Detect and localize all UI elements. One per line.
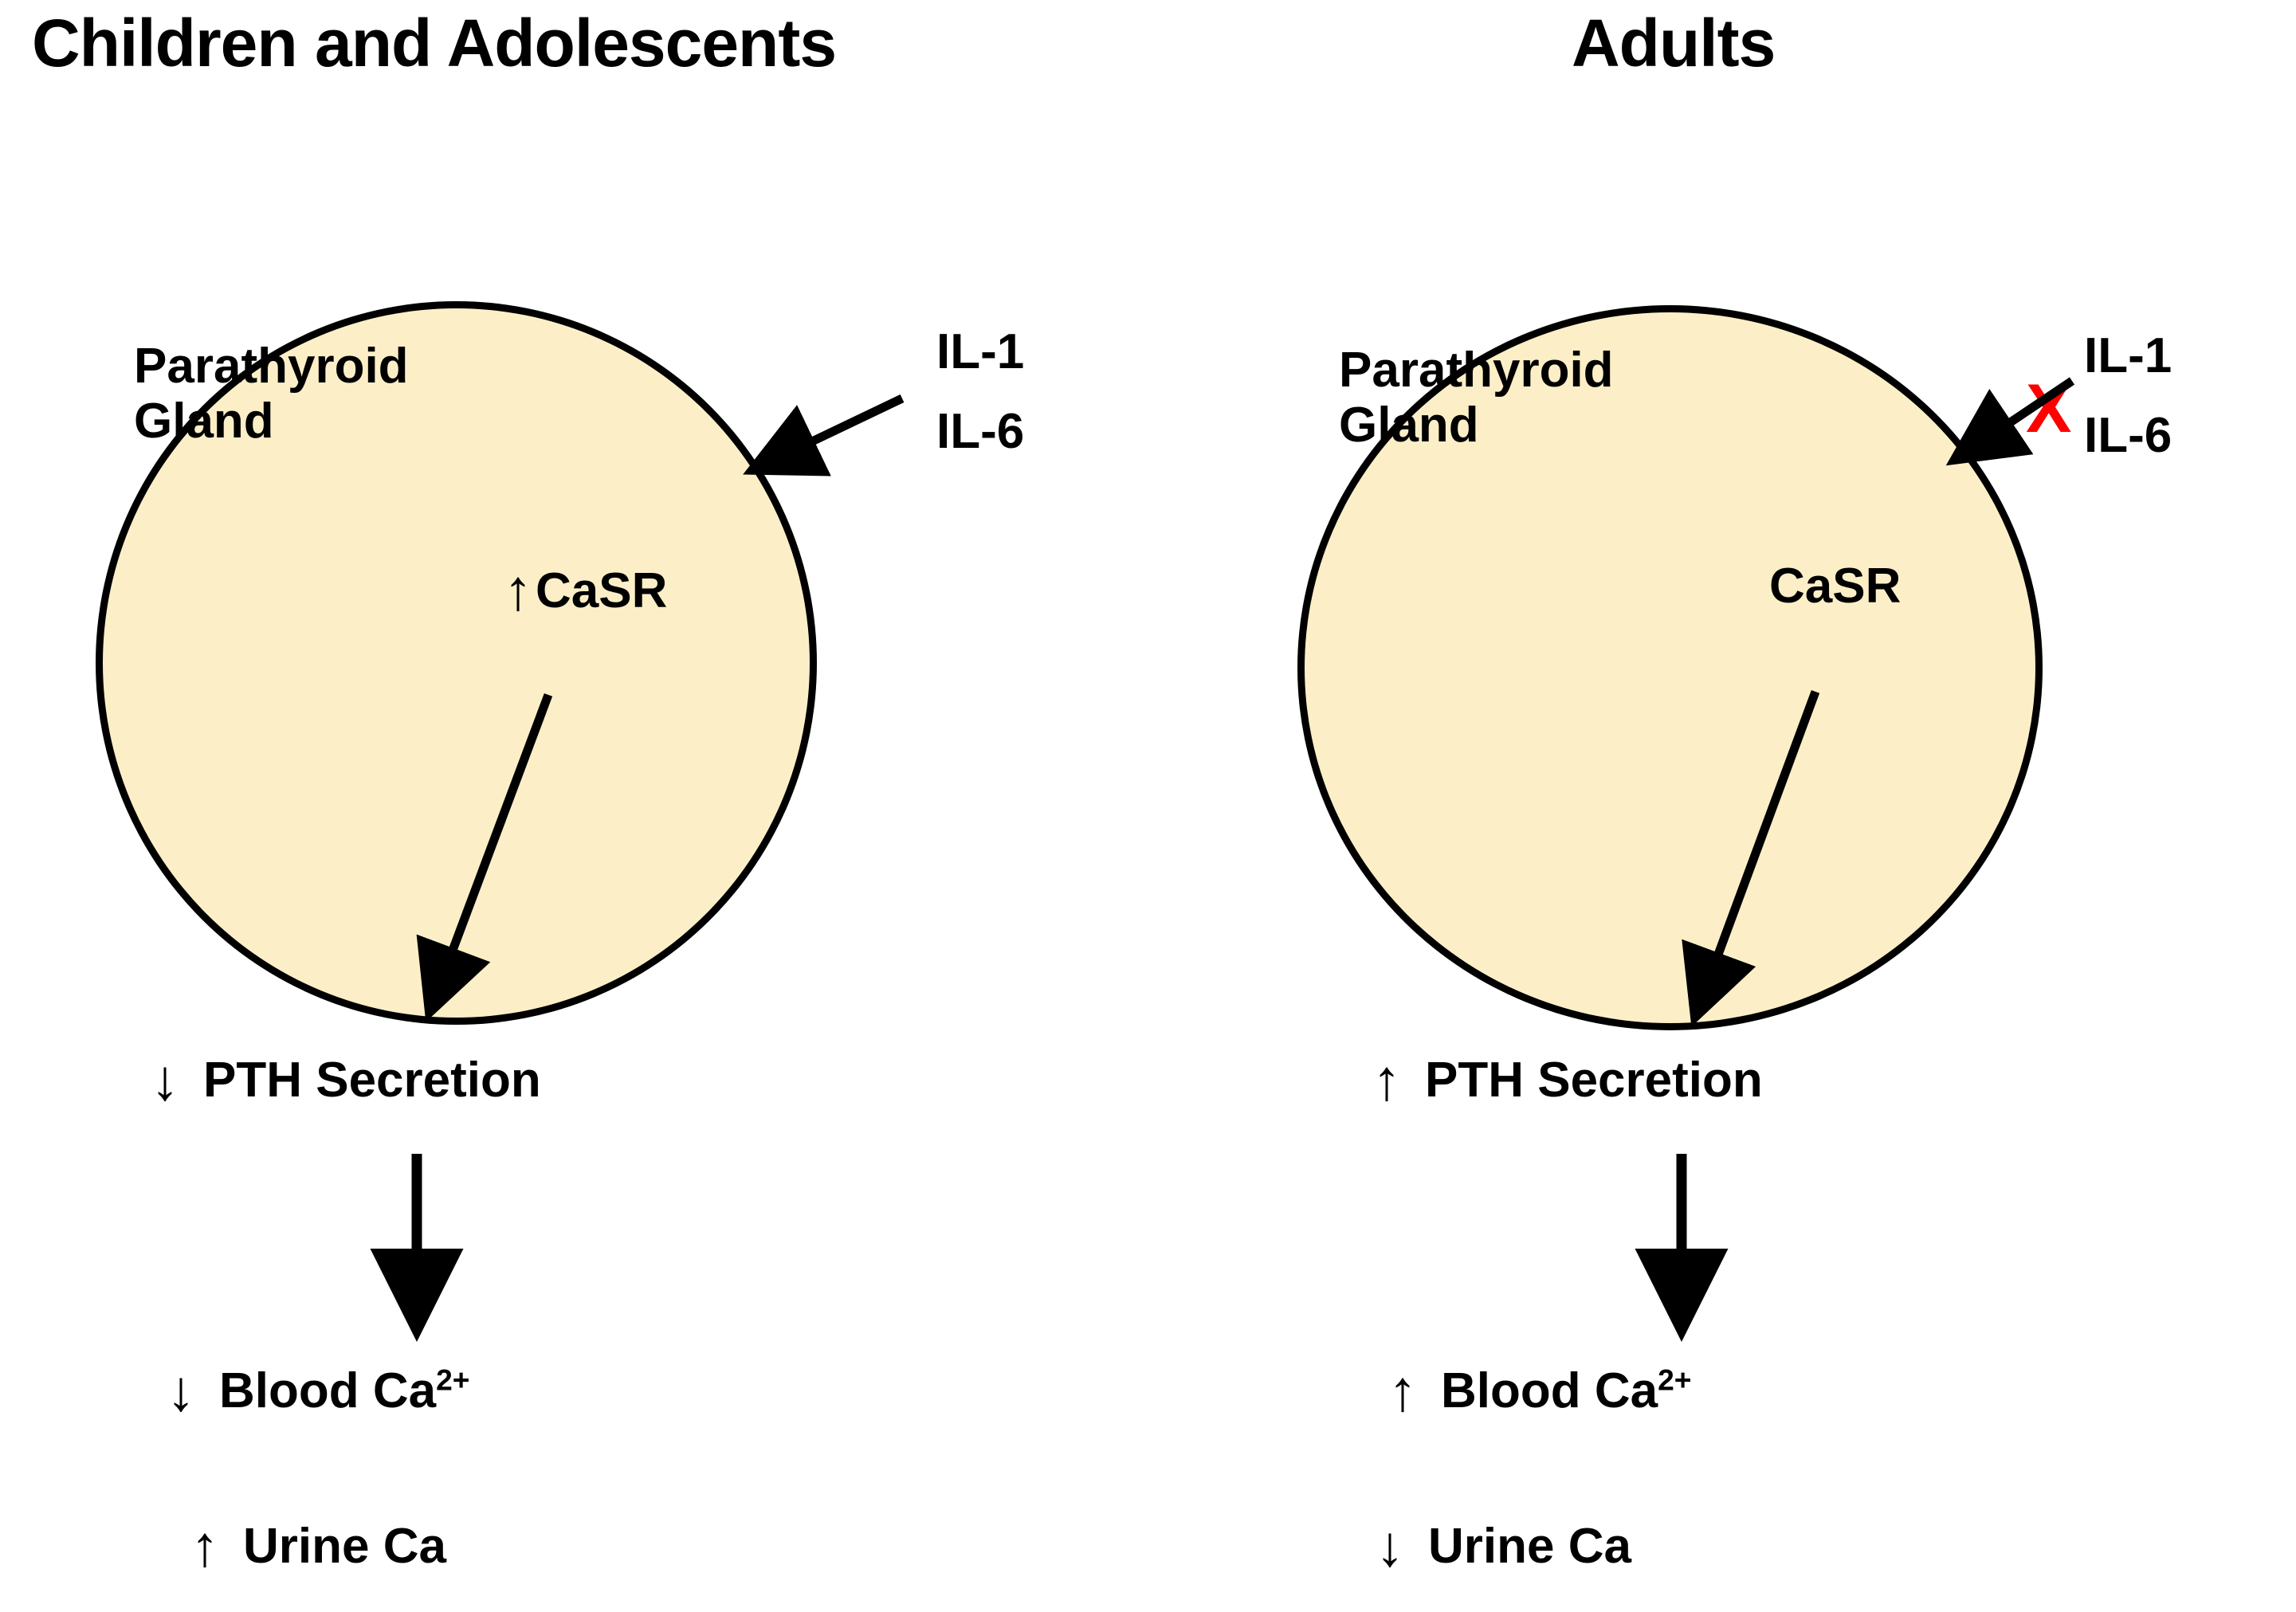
cytokine-labels-children: IL-1 IL-6 — [936, 312, 1024, 473]
blood-calcium-label: Blood Ca2+ — [219, 1365, 470, 1416]
gland-label-line2: Gland — [134, 394, 274, 449]
cascade-row-blood-calcium-adults: ↑ Blood Ca2+ — [1385, 1363, 1692, 1420]
gland-label-adults: Parathyroid Gland — [1339, 343, 1614, 453]
cascade-row-pth-adults: ↑ PTH Secretion — [1369, 1052, 1763, 1109]
panel-title-children: Children and Adolescents — [32, 6, 837, 80]
pth-trend-arrow-icon: ↑ — [1372, 1049, 1401, 1112]
cytokine-arrow-children — [743, 394, 905, 477]
cytokine-il1-label: IL-1 — [2084, 328, 2172, 383]
gland-label-line1: Parathyroid — [134, 339, 409, 394]
cascade-row-urine-calcium-children: ↑ Urine Ca — [187, 1518, 446, 1575]
urine-calcium-trend-arrow-icon: ↑ — [190, 1515, 219, 1579]
cytokine-il6-label: IL-6 — [2084, 408, 2172, 464]
blood-calcium-label: Blood Ca2+ — [1441, 1365, 1692, 1416]
casr-label-adults: CaSR — [1769, 558, 1901, 614]
cytokine-il1-label: IL-1 — [936, 324, 1025, 379]
panel-title-adults: Adults — [1572, 6, 1776, 80]
blood-calcium-charge: 2+ — [436, 1363, 470, 1397]
cytokine-il6-label: IL-6 — [936, 404, 1025, 460]
blood-calcium-trend-arrow-icon: ↓ — [167, 1359, 195, 1423]
urine-calcium-label: Urine Ca — [1428, 1519, 1631, 1574]
parathyroid-gland-shape-adults — [1297, 305, 2043, 1030]
gland-label-line2: Gland — [1339, 398, 1479, 453]
gland-label-children: Parathyroid Gland — [134, 339, 409, 449]
pth-trend-arrow-icon: ↓ — [151, 1049, 179, 1112]
pth-label: PTH Secretion — [1425, 1053, 1763, 1108]
blood-calcium-trend-arrow-icon: ↑ — [1388, 1359, 1417, 1423]
casr-label-children: ↑ CaSR — [500, 562, 667, 619]
cytokine-labels-adults: IL-1 IL-6 — [2084, 316, 2172, 477]
panel-children-and-adolescents: Children and Adolescents Parathyroid Gla… — [32, 6, 1024, 1575]
cascade-row-blood-calcium-children: ↓ Blood Ca2+ — [163, 1363, 470, 1420]
urine-calcium-trend-arrow-icon: ↓ — [1376, 1515, 1404, 1579]
blood-calcium-charge: 2+ — [1658, 1363, 1692, 1397]
blood-calcium-text: Blood Ca — [219, 1363, 437, 1418]
inhibition-x-icon: X — [2026, 371, 2072, 447]
casr-up-arrow-icon: ↑ — [504, 559, 532, 622]
blood-calcium-text: Blood Ca — [1441, 1363, 1658, 1418]
gland-label-line1: Parathyroid — [1339, 343, 1614, 398]
cascade-row-urine-calcium-adults: ↓ Urine Ca — [1372, 1518, 1631, 1575]
cascade-row-pth-children: ↓ PTH Secretion — [147, 1052, 541, 1109]
casr-text: CaSR — [1769, 559, 1902, 614]
casr-text: CaSR — [536, 563, 668, 618]
pth-label: PTH Secretion — [203, 1053, 541, 1108]
urine-calcium-label: Urine Ca — [243, 1519, 446, 1574]
panel-adults: Adults Parathyroid Gland CaSR IL-1 IL-6 … — [1164, 0, 2296, 1612]
